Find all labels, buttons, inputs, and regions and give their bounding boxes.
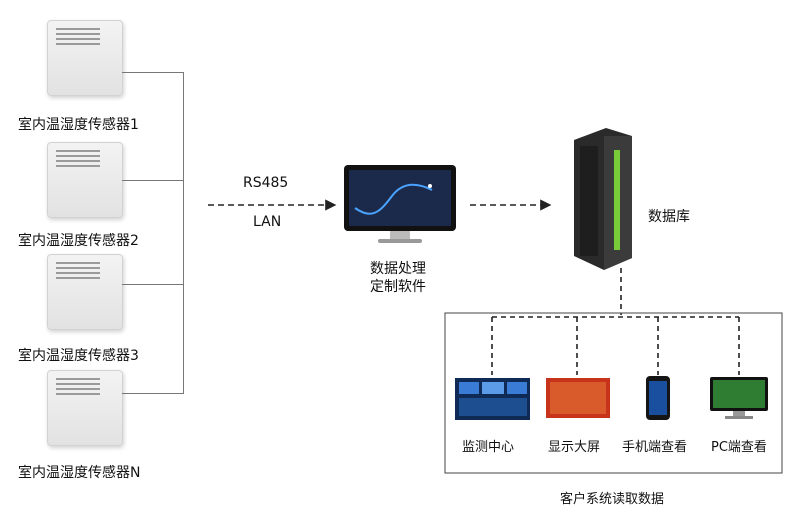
software-label-line2: 定制软件	[370, 279, 426, 295]
smartphone-icon	[646, 376, 670, 420]
led-display-icon	[546, 378, 610, 418]
sensor-label-3: 室内温湿度传感器3	[18, 348, 139, 364]
protocol-label-lan: LAN	[253, 214, 282, 230]
monitor-wall-icon	[455, 378, 530, 420]
clients-caption: 客户系统读取数据	[560, 492, 665, 507]
client-label-pc: PC端查看	[711, 440, 767, 455]
protocol-label-rs485: RS485	[243, 175, 289, 191]
sensor-device-1	[47, 20, 123, 96]
sensor-label-2: 室内温湿度传感器2	[18, 233, 139, 249]
sensor-connector-1	[122, 72, 184, 73]
software-label-line1: 数据处理	[370, 261, 426, 277]
sensor-connector-2	[122, 180, 184, 181]
sensor-label-1: 室内温湿度传感器1	[18, 117, 139, 133]
pc-monitor-icon	[710, 377, 768, 419]
sensor-bus-line	[183, 72, 184, 394]
sensor-connector-n	[122, 393, 184, 394]
database-label: 数据库	[648, 209, 690, 225]
sensor-device-2	[47, 142, 123, 218]
client-label-mobile: 手机端查看	[622, 440, 688, 455]
sensor-device-n	[47, 370, 123, 446]
server-icon	[574, 128, 632, 270]
client-label-big-screen: 显示大屏	[548, 440, 601, 455]
sensor-label-n: 室内温湿度传感器N	[18, 465, 141, 481]
client-group-frame	[444, 312, 783, 474]
client-label-monitoring-center: 监测中心	[462, 440, 515, 455]
sensor-connector-3	[122, 284, 184, 285]
sensor-device-3	[47, 254, 123, 330]
monitor-icon	[344, 165, 456, 243]
